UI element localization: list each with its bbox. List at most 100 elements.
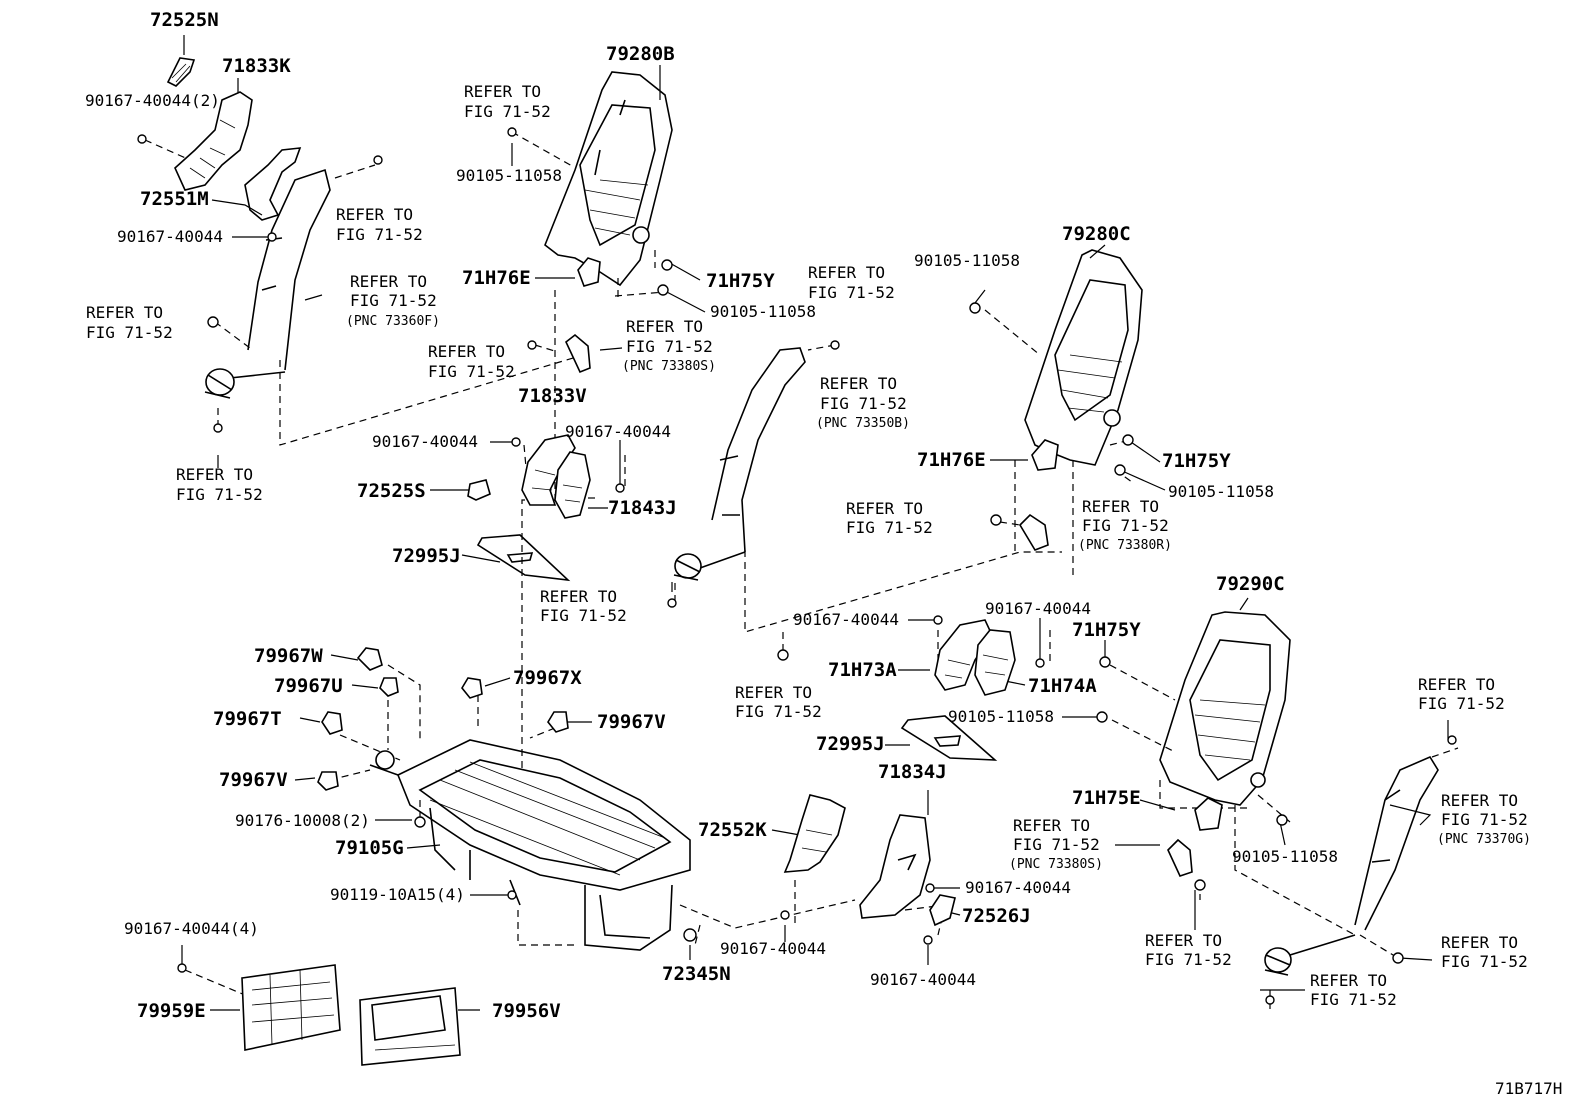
label-90105-11058-a: 90105-11058 <box>456 166 562 185</box>
part-71833k-cover <box>174 91 253 191</box>
part-72526j-clip <box>929 894 956 927</box>
label-79280c: 79280C <box>1062 223 1131 245</box>
part-79959e-cover <box>241 964 341 1051</box>
refer-to-text: REFER TO <box>86 303 163 322</box>
refer-fig-text: FIG 71-52 <box>336 225 423 244</box>
refer-fig-text: FIG 71-52 <box>820 394 907 413</box>
label-71h75y-a: 71H75Y <box>706 270 775 292</box>
label-71843j: 71843J <box>608 497 677 519</box>
part-buckle-73380s <box>565 333 591 374</box>
refer-notes: REFER TO FIG 71-52 REFER TO FIG 71-52 (P… <box>86 82 1531 1009</box>
label-71h74a: 71H74A <box>1028 675 1097 697</box>
label-79967x: 79967X <box>513 667 582 689</box>
fasteners <box>137 127 1457 1005</box>
refer-pnc-text: (PNC 73380S) <box>1009 857 1103 872</box>
refer-to-text: REFER TO <box>1310 971 1387 990</box>
label-71833v: 71833V <box>518 385 587 407</box>
label-79959e: 79959E <box>137 1000 206 1022</box>
part-71h73a-cover <box>934 619 993 691</box>
label-90167-40044-c: 90167-40044 <box>565 422 671 441</box>
refer-fig-text: FIG 71-52 <box>626 337 713 356</box>
label-79105g: 79105G <box>335 837 404 859</box>
label-90167-40044-e: 90167-40044 <box>985 599 1091 618</box>
label-72551m: 72551M <box>140 188 209 210</box>
refer-fig-text: FIG 71-52 <box>428 362 515 381</box>
refer-to-text: REFER TO <box>820 374 897 393</box>
part-79280b-seatback-frame <box>544 71 673 287</box>
refer-pnc-text: (PNC 73350B) <box>816 416 910 431</box>
label-72552k: 72552K <box>698 819 767 841</box>
refer-fig-text: FIG 71-52 <box>1441 952 1528 971</box>
label-90105-11058-b: 90105-11058 <box>710 302 816 321</box>
part-71h74a-cover <box>974 629 1016 696</box>
refer-fig-text: FIG 71-52 <box>846 518 933 537</box>
refer-to-text: REFER TO <box>350 272 427 291</box>
refer-to-text: REFER TO <box>176 465 253 484</box>
refer-to-text: REFER TO <box>1441 791 1518 810</box>
refer-fig-text: FIG 71-52 <box>1441 810 1528 829</box>
part-79967-caps <box>317 647 569 791</box>
label-71h76e-a: 71H76E <box>462 267 531 289</box>
refer-pnc-text: (PNC 73380R) <box>1078 538 1172 553</box>
label-71h76e-b: 71H76E <box>917 449 986 471</box>
label-90167-40044-h: 90167-40044 <box>870 970 976 989</box>
label-90119-10a15-4: 90119-10A15(4) <box>330 885 465 904</box>
label-72525s: 72525S <box>357 480 426 502</box>
label-79967t: 79967T <box>213 708 282 730</box>
label-90167-40044-b: 90167-40044 <box>372 432 478 451</box>
label-71833k: 71833K <box>222 55 291 77</box>
label-90167-40044-f: 90167-40044 <box>965 878 1071 897</box>
part-buckle-73380s-right <box>1167 838 1193 877</box>
refer-fig-text: FIG 71-52 <box>464 102 551 121</box>
part-79105g-cushion-frame <box>369 739 691 951</box>
label-79967u: 79967U <box>274 675 343 697</box>
label-90167-40044-d: 90167-40044 <box>793 610 899 629</box>
part-labels: 72525N 71833K 90167-40044(2) 72551M 9016… <box>85 9 1562 1098</box>
refer-to-text: REFER TO <box>1418 675 1495 694</box>
label-90167-40044-g: 90167-40044 <box>720 939 826 958</box>
label-90167-40044-a: 90167-40044 <box>117 227 223 246</box>
label-79290c: 79290C <box>1216 573 1285 595</box>
part-79280c-seatback-frame <box>1024 249 1143 471</box>
part-72552k-bracket <box>783 794 846 873</box>
part-71833v-cover <box>521 434 576 506</box>
part-right-seatbelt <box>1264 755 1439 976</box>
refer-to-text: REFER TO <box>1145 931 1222 950</box>
part-72525s-clip <box>467 479 491 501</box>
alignment-lines <box>144 131 1459 1010</box>
refer-to-text: REFER TO <box>336 205 413 224</box>
part-middle-seatbelt <box>673 347 806 581</box>
label-71h73a: 71H73A <box>828 659 897 681</box>
refer-fig-text: FIG 71-52 <box>1310 990 1397 1009</box>
refer-to-text: REFER TO <box>1082 497 1159 516</box>
refer-fig-text: FIG 71-52 <box>1418 694 1505 713</box>
part-79956v-cover <box>359 987 461 1066</box>
refer-fig-text: FIG 71-52 <box>1013 835 1100 854</box>
refer-fig-text: FIG 71-52 <box>808 283 895 302</box>
part-left-seatbelt <box>204 168 331 399</box>
part-71843j-cover <box>554 451 591 519</box>
refer-to-text: REFER TO <box>428 342 505 361</box>
label-72995j-b: 72995J <box>816 733 885 755</box>
refer-to-text: REFER TO <box>846 499 923 518</box>
label-72525n: 72525N <box>150 9 219 31</box>
label-90105-11058-d: 90105-11058 <box>1168 482 1274 501</box>
refer-pnc-text: (PNC 73360F) <box>346 314 440 329</box>
label-90176-10008-2: 90176-10008(2) <box>235 811 370 830</box>
label-79956v: 79956V <box>492 1000 561 1022</box>
label-71834j: 71834J <box>878 761 947 783</box>
refer-pnc-text: (PNC 73370G) <box>1437 832 1531 847</box>
refer-to-text: REFER TO <box>540 587 617 606</box>
refer-fig-text: FIG 71-52 <box>735 702 822 721</box>
part-71834j-cover <box>859 814 931 919</box>
refer-to-text: REFER TO <box>1013 816 1090 835</box>
label-71h75y-b: 71H75Y <box>1162 450 1231 472</box>
label-71h75y-c: 71H75Y <box>1072 619 1141 641</box>
label-79967w: 79967W <box>254 645 323 667</box>
label-79967v-a: 79967V <box>597 711 666 733</box>
refer-fig-text: FIG 71-52 <box>1145 950 1232 969</box>
label-79280b: 79280B <box>606 43 675 65</box>
refer-to-text: REFER TO <box>808 263 885 282</box>
label-72526j: 72526J <box>962 905 1031 927</box>
